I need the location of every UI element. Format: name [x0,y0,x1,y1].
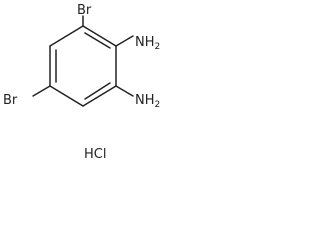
salt-label: HCl [84,147,107,162]
nh2-bottom-subscript: 2 [155,100,161,110]
bond-to-nh2-bottom [115,85,134,97]
chemical-structure: Br Br NH2 NH2 [3,3,160,110]
double-bond-inner-1 [84,32,111,49]
ring-bond-3 [82,85,117,107]
ring-bond-1 [82,25,117,47]
nh2-top-subscript: 2 [155,42,161,52]
bond-to-br-left [32,85,51,97]
nh2-bottom-text: NH [135,93,155,108]
nh2-top-label: NH2 [135,35,160,52]
ring-bond-4 [49,85,84,107]
double-bond-inner-2 [84,82,111,100]
br-left-label: Br [3,93,18,108]
bond-to-nh2-top [115,35,134,47]
br-top-label: Br [77,3,92,18]
ring-bond-6 [49,25,84,47]
nh2-bottom-label: NH2 [135,93,160,110]
nh2-top-text: NH [135,35,155,50]
